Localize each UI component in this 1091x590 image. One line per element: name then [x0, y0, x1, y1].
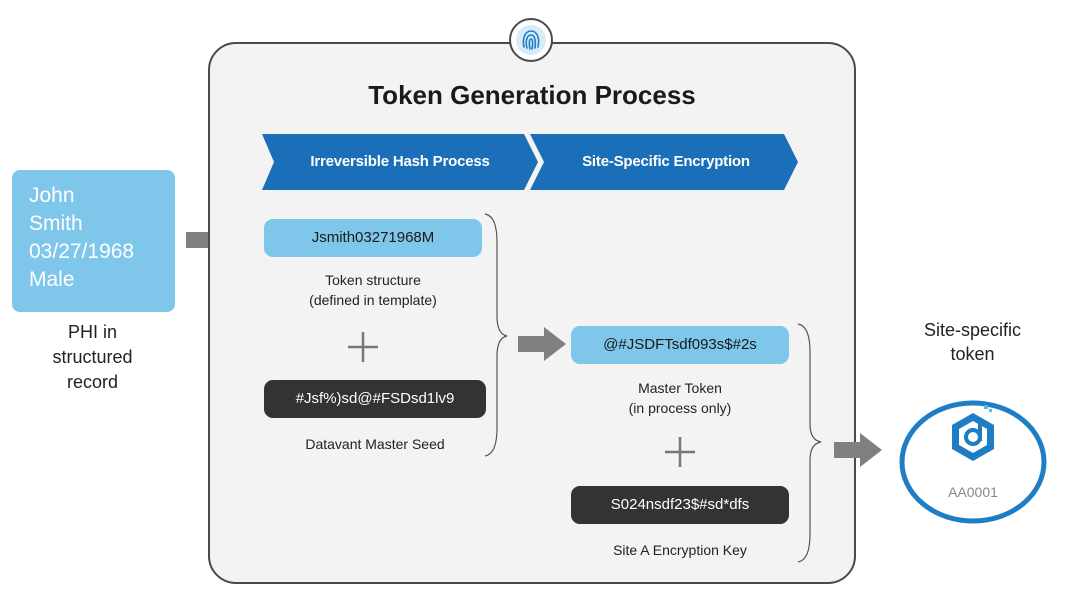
- fingerprint-icon: [509, 18, 553, 62]
- plus-icon: [348, 332, 378, 362]
- record-sex: Male: [29, 268, 75, 291]
- plus-icon: [665, 437, 695, 467]
- phi-record-card: John Smith 03/27/1968 Male: [12, 170, 175, 312]
- arrow-hash-to-encryption: [518, 327, 566, 361]
- phi-caption-line: record: [66, 372, 119, 392]
- encryption-bracket: [797, 323, 822, 563]
- site-key-pill: S024nsdf23$#sd*dfs: [571, 486, 789, 524]
- site-token-badge: [899, 400, 1047, 524]
- caption-line: Master Token: [638, 380, 722, 396]
- caption-line: token: [950, 344, 995, 364]
- chevron-encryption: [530, 134, 798, 190]
- site-token-caption: Site-specific token: [880, 318, 1065, 366]
- master-seed-pill: #Jsf%)sd@#FSDsd1lv9: [264, 380, 486, 418]
- phi-caption-line: PHI in: [67, 322, 118, 342]
- datavant-logo-icon: [952, 405, 994, 461]
- record-last-name: Smith: [29, 212, 83, 235]
- token-structure-pill: Jsmith03271968M: [264, 219, 482, 257]
- panel-title: Token Generation Process: [368, 80, 696, 110]
- master-token-caption: Master Token (in process only): [571, 378, 789, 418]
- chevron-encryption-label: Site-Specific Encryption: [582, 153, 750, 170]
- phi-caption: PHI in structured record: [0, 320, 185, 395]
- token-structure-caption: Token structure (defined in template): [264, 270, 482, 310]
- caption-line: (defined in template): [309, 292, 437, 308]
- caption-line: Token structure: [325, 272, 421, 288]
- process-chevrons: [262, 134, 798, 190]
- site-token-id: AA0001: [948, 484, 998, 500]
- phi-caption-line: structured: [52, 347, 133, 367]
- hash-bracket: [484, 213, 508, 457]
- caption-line: Site-specific: [923, 320, 1022, 340]
- chevron-hash-label: Irreversible Hash Process: [310, 153, 490, 170]
- chevron-hash: [262, 134, 538, 190]
- master-seed-caption: Datavant Master Seed: [305, 436, 445, 452]
- caption-line: (in process only): [628, 400, 732, 416]
- record-dob: 03/27/1968: [29, 240, 135, 263]
- record-first-name: John: [29, 184, 75, 207]
- site-key-caption: Site A Encryption Key: [613, 542, 747, 558]
- arrow-to-site-token: [834, 433, 882, 467]
- master-token-pill: @#JSDFTsdf093s$#2s: [571, 326, 789, 364]
